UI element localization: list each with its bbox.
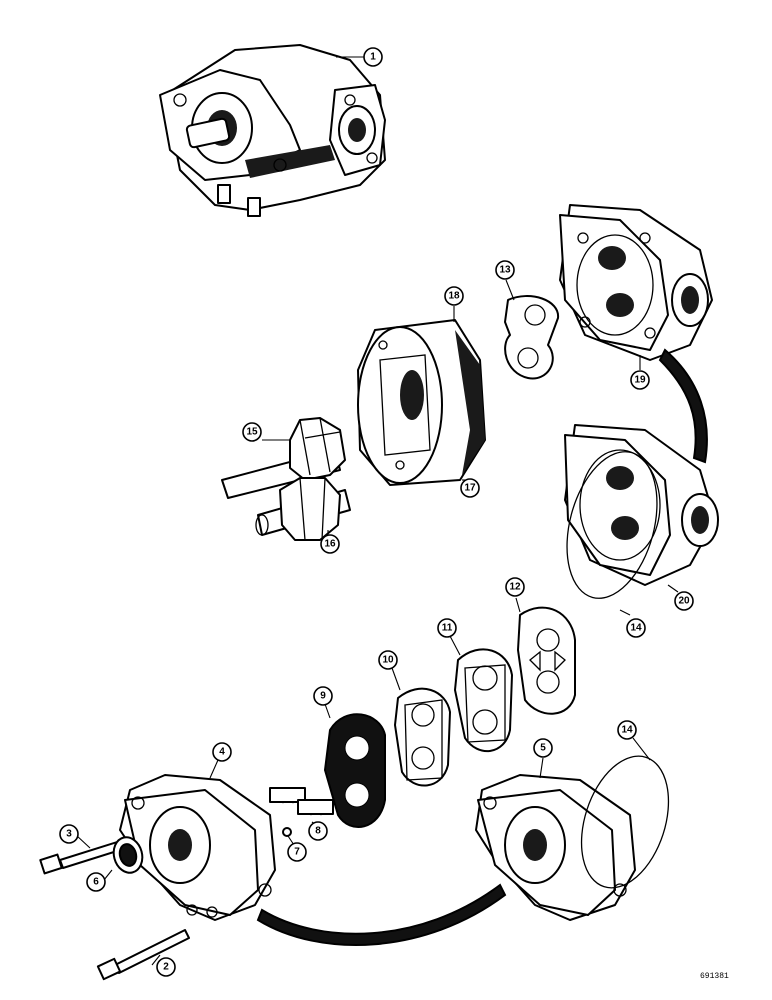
rear-cover-with-seal (564, 424, 719, 599)
o-ring-upper (566, 451, 658, 599)
spring-lower (297, 799, 334, 816)
callout-10: 10 (378, 650, 398, 670)
svg-text:14: 14 (630, 623, 642, 634)
svg-text:19: 19 (634, 375, 646, 386)
svg-text:20: 20 (678, 596, 690, 607)
svg-text:18: 18 (448, 291, 460, 302)
callout-4: 4 (212, 742, 232, 762)
svg-text:6: 6 (93, 877, 99, 888)
shaft-seal (112, 836, 144, 874)
callout-14-upper: 14 (626, 618, 646, 638)
ball-lower (282, 827, 292, 837)
callout-11: 11 (437, 618, 457, 638)
assembled-gear-pump (159, 44, 386, 217)
assembly-arrow-lower (256, 883, 507, 946)
thrust-plate-12 (517, 606, 576, 715)
svg-text:17: 17 (464, 483, 476, 494)
svg-text:8: 8 (315, 826, 321, 837)
svg-text:5: 5 (540, 743, 546, 754)
svg-text:1: 1 (370, 52, 376, 63)
callout-7: 7 (287, 842, 307, 862)
callout-20: 20 (674, 591, 694, 611)
callout-6: 6 (86, 872, 106, 892)
svg-text:11: 11 (442, 623, 453, 634)
callout-16: 16 (320, 534, 340, 554)
callout-5: 5 (533, 738, 553, 758)
callout-15: 15 (242, 422, 262, 442)
callout-3: 3 (59, 824, 79, 844)
svg-text:2: 2 (163, 962, 169, 973)
svg-text:13: 13 (499, 265, 511, 276)
o-ring-lower (580, 755, 670, 889)
callout-2: 2 (156, 957, 176, 977)
svg-text:12: 12 (509, 582, 521, 593)
spring-upper (269, 787, 306, 804)
figure-reference-number: 691381 (700, 972, 729, 981)
svg-text:4: 4 (219, 747, 225, 758)
svg-text:7: 7 (294, 847, 300, 858)
callout-8: 8 (308, 821, 328, 841)
rear-cover (559, 204, 713, 361)
front-flange-5 (475, 755, 670, 921)
front-flange-4 (119, 774, 276, 921)
callout-14-lower: 14 (617, 720, 637, 740)
seal-plate-10 (394, 687, 451, 787)
short-bolt (96, 929, 190, 981)
gasket-13 (504, 295, 560, 380)
svg-text:9: 9 (320, 691, 326, 702)
drive-gear-shaft (221, 417, 346, 499)
callout-19: 19 (630, 370, 650, 390)
svg-text:10: 10 (382, 655, 394, 666)
callout-18: 18 (444, 286, 464, 306)
svg-text:15: 15 (246, 427, 258, 438)
driven-gear (255, 477, 351, 541)
svg-text:3: 3 (66, 829, 72, 840)
assembly-arrow-upper (658, 348, 708, 464)
callout-12: 12 (505, 577, 525, 597)
gear-housing (357, 319, 486, 486)
callout-1: 1 (363, 47, 383, 67)
gasket-9 (323, 713, 386, 828)
callout-9: 9 (313, 686, 333, 706)
callout-17: 17 (460, 478, 480, 498)
seal-plate-11 (454, 648, 513, 753)
svg-text:16: 16 (324, 539, 336, 550)
callout-13: 13 (495, 260, 515, 280)
svg-text:14: 14 (621, 725, 633, 736)
